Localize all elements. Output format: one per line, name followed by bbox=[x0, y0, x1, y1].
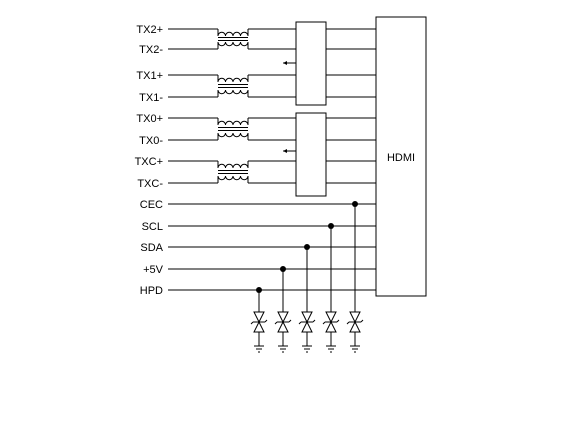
tvs-diode-bar-tick bbox=[274, 321, 278, 325]
signal-label-5v: +5V bbox=[143, 264, 164, 276]
common-mode-choke bbox=[217, 75, 249, 97]
tvs-diode-upper bbox=[277, 311, 289, 324]
tvs-diode bbox=[274, 311, 292, 353]
choke-winding bbox=[217, 41, 249, 47]
common-mode-choke bbox=[217, 118, 249, 140]
signal-label-txc-plus: TXC+ bbox=[135, 156, 163, 168]
common-mode-choke bbox=[217, 161, 249, 183]
choke-winding bbox=[217, 132, 249, 138]
common-mode-chokes bbox=[217, 29, 249, 183]
tvs-diode-lower bbox=[253, 320, 265, 333]
esd-switch-block-lower bbox=[295, 112, 327, 197]
tvs-diode-bar-tick bbox=[264, 319, 268, 323]
tvs-diode-upper bbox=[253, 311, 265, 324]
tvs-diode-lower bbox=[349, 320, 361, 333]
signal-label-tx1-minus: TX1- bbox=[139, 92, 163, 104]
choke-winding bbox=[217, 77, 249, 83]
tvs-diode-bar-tick bbox=[360, 319, 364, 323]
tvs-diode-bar-tick bbox=[312, 319, 316, 323]
signal-label-tx2-minus: TX2- bbox=[139, 44, 163, 56]
signal-label-hpd: HPD bbox=[140, 285, 163, 297]
tvs-diode-upper bbox=[325, 311, 337, 324]
hdmi-connector-label: HDMI bbox=[387, 152, 415, 164]
esd-ground-arrow-head bbox=[283, 61, 287, 65]
esd-ground-arrow-head bbox=[283, 149, 287, 153]
choke-winding bbox=[217, 163, 249, 169]
common-mode-choke bbox=[217, 29, 249, 49]
signal-label-sda: SDA bbox=[140, 242, 163, 254]
tvs-diode bbox=[346, 311, 364, 353]
tvs-diode-upper bbox=[301, 311, 313, 324]
tvs-diode-lower bbox=[301, 320, 313, 333]
tvs-diode-array bbox=[250, 201, 364, 353]
tvs-diode bbox=[250, 311, 268, 353]
esd-switch-block-upper bbox=[295, 21, 327, 106]
tvs-diode-upper bbox=[349, 311, 361, 324]
signal-label-tx0-minus: TX0- bbox=[139, 135, 163, 147]
tvs-diode bbox=[298, 311, 316, 353]
signal-label-tx2-plus: TX2+ bbox=[136, 24, 163, 36]
signal-label-tx0-plus: TX0+ bbox=[136, 113, 163, 125]
signal-label-scl: SCL bbox=[142, 221, 163, 233]
choke-winding bbox=[217, 175, 249, 181]
choke-winding bbox=[217, 120, 249, 126]
tvs-diode-bar-tick bbox=[288, 319, 292, 323]
tvs-diode-bar-tick bbox=[298, 321, 302, 325]
signal-label-tx1-plus: TX1+ bbox=[136, 70, 163, 82]
signal-label-txc-minus: TXC- bbox=[137, 178, 163, 190]
signal-label-cec: CEC bbox=[140, 199, 163, 211]
signal-wires bbox=[168, 28, 376, 291]
choke-winding bbox=[217, 89, 249, 95]
tvs-diode-bar-tick bbox=[336, 319, 340, 323]
signal-labels: TX2+ TX2- TX1+ TX1- TX0+ TX0- TXC+ TXC- … bbox=[135, 24, 164, 297]
choke-winding bbox=[217, 31, 249, 37]
tvs-diode-lower bbox=[325, 320, 337, 333]
tvs-diode bbox=[322, 311, 340, 353]
tvs-diode-bar-tick bbox=[346, 321, 350, 325]
tvs-diode-lower bbox=[277, 320, 289, 333]
hdmi-connector-block bbox=[375, 16, 427, 297]
tvs-diode-bar-tick bbox=[322, 321, 326, 325]
tvs-diode-bar-tick bbox=[250, 321, 254, 325]
